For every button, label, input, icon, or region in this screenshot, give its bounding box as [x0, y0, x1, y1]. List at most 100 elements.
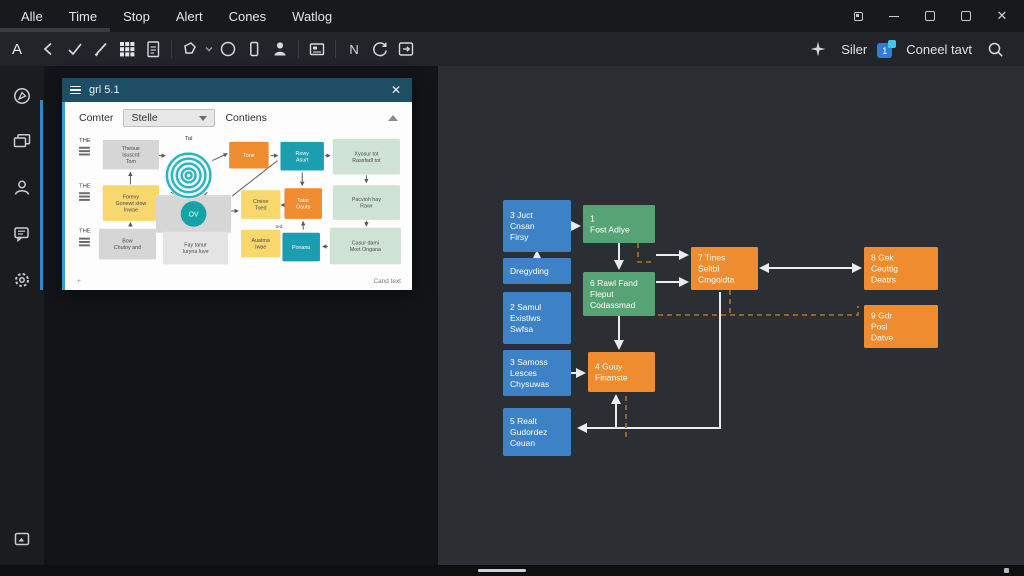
refresh-icon[interactable] — [367, 36, 393, 62]
node-box[interactable] — [503, 200, 571, 252]
flow-edge — [637, 243, 652, 263]
circle-shape-icon[interactable] — [215, 36, 241, 62]
taskbar-indicator[interactable] — [478, 569, 526, 572]
taskbar — [0, 565, 1024, 576]
node-box[interactable] — [503, 350, 571, 396]
menu-item-3[interactable]: Alert — [175, 8, 203, 24]
menu-item-5[interactable]: Watlog — [292, 8, 333, 24]
svg-text:THE: THE — [79, 183, 91, 189]
panel-close-icon[interactable]: ✕ — [390, 83, 402, 97]
node-label: 7 Tines — [698, 252, 725, 262]
menu-item-1[interactable]: Time — [68, 8, 98, 24]
canvas-node-1[interactable]: Dregyding — [503, 258, 571, 284]
shape-icon[interactable] — [177, 36, 203, 62]
connect-text-label[interactable]: Coneel tavt — [906, 41, 972, 57]
phone-icon[interactable] — [241, 36, 267, 62]
node-label: Datve — [871, 332, 893, 342]
ai-feature-label[interactable]: Siler — [841, 41, 868, 57]
node-label: Gonewt stow — [115, 201, 146, 207]
menu-item-2[interactable]: Stop — [123, 8, 150, 24]
panel-title: grl 5.1 — [89, 84, 120, 96]
preview-row-label-0: THE — [79, 138, 91, 156]
hamburger-glyph — [79, 237, 90, 240]
person-icon[interactable] — [10, 176, 34, 200]
preview-plus[interactable]: + — [77, 278, 81, 285]
back-icon[interactable] — [36, 36, 62, 62]
node-label: 9 Gdr — [871, 310, 892, 320]
node-label: Theoue — [122, 146, 140, 152]
section-label: Contiens — [225, 112, 267, 124]
sidebar-accent-line — [40, 100, 43, 290]
menubar: Alle Time Stop Alert Cones Watlog ✕ — [0, 0, 1024, 32]
frame-icon[interactable] — [304, 36, 330, 62]
node-box — [332, 138, 400, 175]
node-box — [162, 231, 229, 265]
panel-titlebar[interactable]: grl 5.1 ✕ — [62, 78, 412, 102]
menu-item-4[interactable]: Cones — [228, 8, 267, 24]
image-panel-icon[interactable] — [10, 527, 34, 551]
node-box[interactable] — [588, 352, 655, 392]
chat-icon[interactable] — [10, 222, 34, 246]
windows-panels-icon[interactable] — [10, 130, 34, 154]
node-box[interactable] — [691, 247, 758, 290]
pen-icon[interactable] — [88, 36, 114, 62]
node-box[interactable] — [503, 258, 571, 284]
node-box[interactable] — [503, 292, 571, 344]
person-shape-icon[interactable] — [267, 36, 293, 62]
node-box[interactable] — [864, 305, 938, 348]
letter-n-icon[interactable]: N — [349, 41, 359, 57]
grid-icon[interactable] — [114, 36, 140, 62]
node-box[interactable] — [503, 408, 571, 456]
hamburger-icon[interactable] — [70, 85, 81, 95]
restore-icon[interactable] — [844, 4, 872, 28]
node-label: Fay tanur — [184, 243, 207, 249]
search-icon[interactable] — [982, 36, 1008, 62]
node-label: Inwae — [124, 207, 138, 213]
minimize-icon[interactable] — [880, 4, 908, 28]
restore-down-icon[interactable] — [952, 4, 980, 28]
shape-dropdown-icon[interactable] — [203, 36, 215, 62]
node-label: 3 Juct — [510, 210, 533, 220]
maximize-icon[interactable] — [916, 4, 944, 28]
node-box — [102, 185, 160, 221]
panel-controls: Comter Stelle Contiens — [65, 106, 412, 130]
close-icon[interactable]: ✕ — [996, 8, 1008, 23]
node-box[interactable] — [864, 247, 938, 290]
node-label: 6 Rawl Fand — [590, 278, 638, 288]
node-label: Ceuan — [510, 438, 535, 448]
translate-badge-icon[interactable]: 1 — [877, 40, 897, 58]
node-label: 5 Realt — [510, 416, 538, 426]
check-icon[interactable] — [62, 36, 88, 62]
menu-item-0[interactable]: Alle — [21, 8, 43, 24]
draw-compass-icon[interactable] — [10, 84, 34, 108]
node-box[interactable] — [583, 205, 655, 243]
style-dropdown[interactable]: Stelle — [123, 109, 216, 127]
export-icon[interactable] — [393, 36, 419, 62]
gear-icon[interactable] — [10, 268, 34, 292]
node-label: Oauto — [296, 205, 311, 211]
document-icon[interactable] — [140, 36, 166, 62]
sparkle-icon[interactable] — [805, 36, 831, 62]
chevron-up-icon[interactable] — [388, 115, 398, 121]
app-logo[interactable]: A — [12, 40, 23, 58]
node-box[interactable] — [583, 272, 655, 316]
node-box — [280, 141, 324, 171]
